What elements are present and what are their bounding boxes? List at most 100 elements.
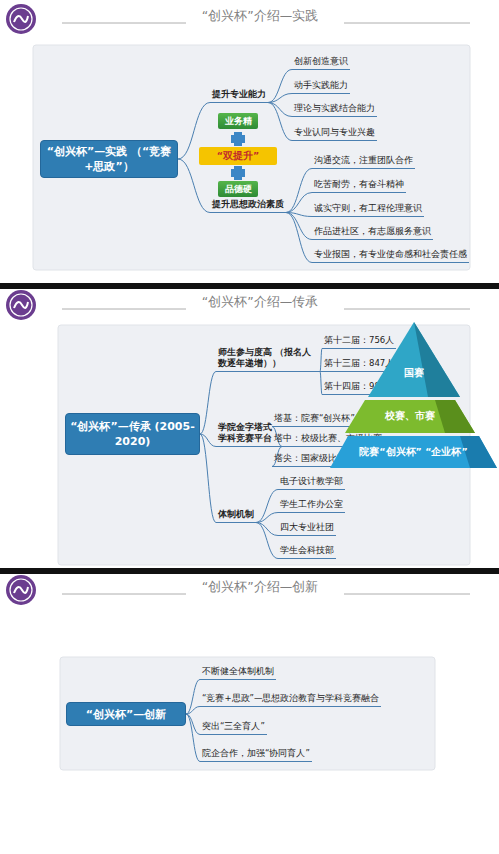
slide-separator xyxy=(0,568,499,574)
mindmap-connector xyxy=(186,707,200,715)
node-text: 师生参与度高 （报名人数逐年递增）） xyxy=(218,347,318,369)
node-text: “创兴杯”—实践 （“竞赛+思政”） xyxy=(41,144,177,174)
slide-separator xyxy=(0,283,499,289)
pyramid-top: 国赛 xyxy=(368,322,460,397)
slide-title: “创兴杯”介绍—传承 xyxy=(170,294,350,311)
node-text: 动手实践能力 xyxy=(294,80,348,91)
node-text: “竞赛+思政”—思想政治教育与学科竞赛融合 xyxy=(202,693,379,704)
root-topic: “创兴杯”—传承 (2005-2020) xyxy=(65,413,200,455)
node-text: 学生会科技部 xyxy=(280,545,334,556)
mindmap-panel xyxy=(60,657,435,770)
highlight-box: “双提升” xyxy=(199,147,277,165)
mindmap-connector xyxy=(268,103,292,141)
branch-topic: 学院金字塔式 学科竞赛平台 xyxy=(216,422,282,447)
node-text: 诚实守则，有工程伦理意识 xyxy=(314,203,422,214)
mindmap-connector xyxy=(268,103,292,117)
root-topic: “创兴杯”—实践 （“竞赛+思政”） xyxy=(40,140,178,178)
pyramid-face xyxy=(330,436,497,468)
node-text: 第十三届：847人 xyxy=(324,358,394,369)
school-logo xyxy=(6,290,36,320)
node-text: 学院金字塔式 学科竞赛平台 xyxy=(218,422,280,444)
leaf-topic: 四大专业社团 xyxy=(278,522,336,536)
leaf-topic: 沟通交流，注重团队合作 xyxy=(312,155,415,169)
mindmap-connector xyxy=(200,434,216,447)
pyramid-shape xyxy=(368,322,460,397)
mindmap-connector xyxy=(286,169,312,213)
mindmap-connector xyxy=(268,70,292,103)
node-text: 院赛“创兴杯” “企业杯” xyxy=(359,446,467,459)
pyramid-face xyxy=(368,322,460,397)
leaf-topic: 不断健全体制机制 xyxy=(200,666,276,680)
node-text: 品德硬 xyxy=(225,183,252,196)
mindmap-connector xyxy=(256,523,278,559)
leaf-topic: 专业报国，有专业使命感和社会责任感 xyxy=(312,249,469,263)
node-text: 提升思想政治素质 xyxy=(212,199,284,210)
mindmap-connector xyxy=(268,94,292,103)
node-text: 提升专业能力 xyxy=(212,89,266,100)
mindmap-connector xyxy=(286,213,312,263)
mindmap-connector xyxy=(186,714,200,762)
node-text: 理论与实践结合能力 xyxy=(294,103,375,114)
mindmap-connector xyxy=(186,680,200,715)
branch-topic: 师生参与度高 （报名人数逐年递增）） xyxy=(216,347,320,372)
node-text: 校赛、市赛 xyxy=(385,410,435,423)
leaf-topic: 理论与实践结合能力 xyxy=(292,103,377,117)
node-text: 创新创造意识 xyxy=(294,56,348,67)
mindmap-connector xyxy=(256,513,278,523)
leaf-topic: 创新创造意识 xyxy=(292,56,350,70)
node-text: 体制机制 xyxy=(218,509,254,520)
node-text: 不断健全体制机制 xyxy=(202,666,274,677)
branch-topic: 提升思想政治素质 xyxy=(210,199,286,213)
school-logo xyxy=(6,575,36,605)
node-text: 沟通交流，注重团队合作 xyxy=(314,155,413,166)
node-text: 第十二届：756人 xyxy=(324,335,394,346)
node-text: 专业认同与专业兴趣 xyxy=(294,127,375,138)
node-text: 四大专业社团 xyxy=(280,522,334,533)
node-text: 业务精 xyxy=(225,115,252,128)
slide-title: “创兴杯”介绍—实践 xyxy=(170,8,350,25)
node-text: 突出“三全育人” xyxy=(202,721,265,732)
leaf-topic: 吃苦耐劳，有奋斗精神 xyxy=(312,179,406,193)
node-text: 专业报国，有专业使命感和社会责任感 xyxy=(314,249,467,260)
pyramid-band: 院赛“创兴杯” “企业杯” xyxy=(330,436,497,468)
mindmap-connector xyxy=(286,213,312,240)
school-logo xyxy=(6,4,36,34)
tag-box: 品德硬 xyxy=(218,181,258,197)
node-text: 塔基：院赛“创兴杯”、 xyxy=(274,413,364,424)
leaf-topic: 第十二届：756人 xyxy=(322,335,396,349)
leaf-topic: 作品进社区，有志愿服务意识 xyxy=(312,226,433,240)
mindmap-connector xyxy=(200,372,216,435)
node-text: 电子设计教学部 xyxy=(280,476,343,487)
branch-topic: 提升专业能力 xyxy=(210,89,268,103)
mindmap-panel xyxy=(33,45,470,270)
root-topic: “创兴杯”—创新 xyxy=(66,702,186,726)
node-text: “创兴杯”—创新 xyxy=(86,707,166,722)
node-text: 院企合作，加强“协同育人” xyxy=(202,748,310,759)
node-text: 作品进社区，有志愿服务意识 xyxy=(314,226,431,237)
pyramid-face xyxy=(345,400,475,433)
leaf-topic: 专业认同与专业兴趣 xyxy=(292,127,377,141)
slide-title: “创兴杯”介绍—创新 xyxy=(170,579,350,596)
mindmap-connector xyxy=(286,193,312,213)
leaf-topic: 诚实守则，有工程伦理意识 xyxy=(312,203,424,217)
leaf-topic: 电子设计教学部 xyxy=(278,476,345,490)
leaf-topic: 突出“三全育人” xyxy=(200,721,267,735)
node-text: 国赛 xyxy=(404,367,424,380)
mindmap-connector xyxy=(256,490,278,523)
leaf-topic: 动手实践能力 xyxy=(292,80,350,94)
pyramid-band: 校赛、市赛 xyxy=(345,400,475,433)
mindmap-connector xyxy=(200,434,216,523)
tag-box: 业务精 xyxy=(218,113,258,129)
node-text: “创兴杯”—传承 (2005-2020) xyxy=(66,419,199,449)
leaf-topic: 院企合作，加强“协同育人” xyxy=(200,748,312,762)
pyramid-side xyxy=(414,322,460,397)
node-text: 学生工作办公室 xyxy=(280,499,343,510)
branch-topic: 体制机制 xyxy=(216,509,256,523)
pyramid-side xyxy=(435,400,475,433)
node-text: “双提升” xyxy=(217,150,260,163)
node-text: 吃苦耐劳，有奋斗精神 xyxy=(314,179,404,190)
mindmap-connector xyxy=(178,159,210,213)
leaf-topic: 学生会科技部 xyxy=(278,545,336,559)
leaf-topic: 学生工作办公室 xyxy=(278,499,345,513)
